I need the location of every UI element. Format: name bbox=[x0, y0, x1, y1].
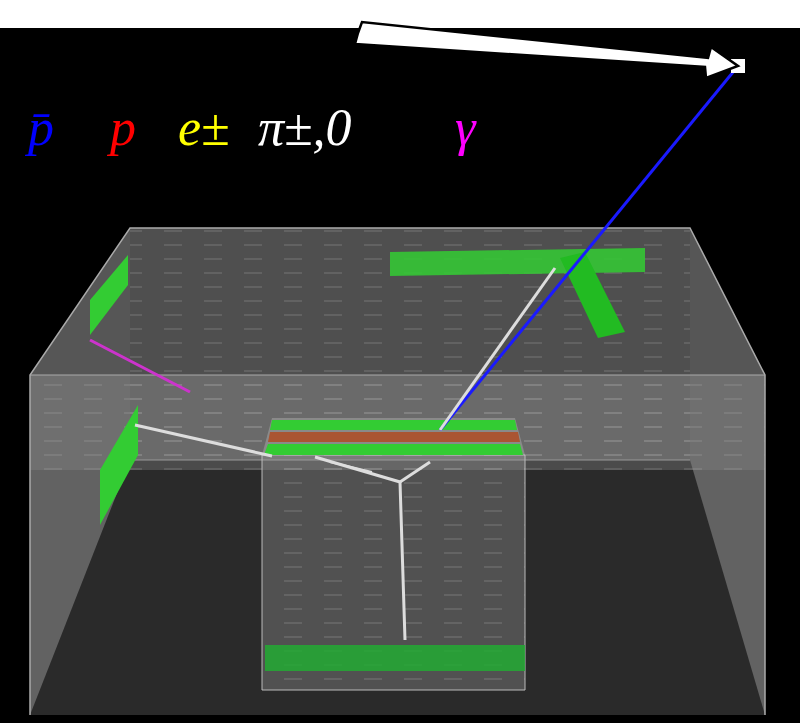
legend-text: p bbox=[110, 99, 136, 156]
legend-swatch: p̄ bbox=[28, 102, 54, 154]
pion-track bbox=[400, 462, 430, 482]
pointer-arrow bbox=[355, 22, 738, 78]
detector-plate bbox=[265, 645, 525, 671]
detector-plate bbox=[560, 252, 625, 338]
legend-text: p̄ bbox=[28, 99, 54, 156]
legend-swatch: π±,0 bbox=[258, 102, 352, 154]
pion-track bbox=[135, 425, 272, 456]
detector-plate bbox=[100, 405, 138, 525]
target-layer bbox=[268, 432, 520, 442]
detector-plate bbox=[270, 420, 517, 430]
inner-box-top bbox=[262, 418, 525, 455]
pion-track bbox=[315, 457, 405, 640]
background bbox=[0, 28, 800, 723]
legend-text: π±,0 bbox=[258, 99, 352, 156]
legend-swatch: γ bbox=[455, 102, 476, 154]
floor bbox=[30, 375, 765, 715]
legend-text: e± bbox=[178, 99, 230, 156]
pion-track bbox=[330, 462, 372, 472]
photon-track bbox=[90, 340, 190, 392]
detector-plate bbox=[264, 444, 523, 455]
detector-plate bbox=[90, 255, 128, 335]
legend-swatch: e± bbox=[178, 102, 230, 154]
antiproton-track bbox=[440, 66, 738, 430]
detector-plate bbox=[390, 248, 645, 276]
legend-text: γ bbox=[455, 99, 476, 156]
legend-swatch: p bbox=[110, 102, 136, 154]
inner-box bbox=[262, 455, 525, 690]
pion-track bbox=[440, 268, 555, 430]
